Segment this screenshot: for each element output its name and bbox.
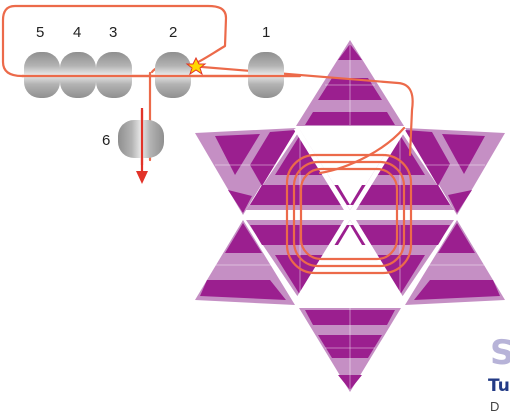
bead-label-6: 6 xyxy=(102,132,110,149)
purple-star xyxy=(195,40,505,392)
bead-label-2: 2 xyxy=(169,24,177,41)
bead-label-3: 3 xyxy=(109,24,117,41)
triangle-outer-lower-right xyxy=(405,220,505,305)
bead-label-4: 4 xyxy=(73,24,81,41)
start-star-icon xyxy=(185,56,207,76)
bead-label-5: 5 xyxy=(36,24,44,41)
logo-letter: S xyxy=(490,333,510,373)
triangle-upper-right xyxy=(405,128,505,215)
logo-tail: D xyxy=(490,399,499,412)
bead-label-1: 1 xyxy=(262,24,270,41)
triangle-upper-left xyxy=(195,128,296,215)
center-gaps xyxy=(245,126,455,305)
logo-word: Tu xyxy=(488,376,510,396)
triangle-outer-lower-left xyxy=(195,220,295,305)
